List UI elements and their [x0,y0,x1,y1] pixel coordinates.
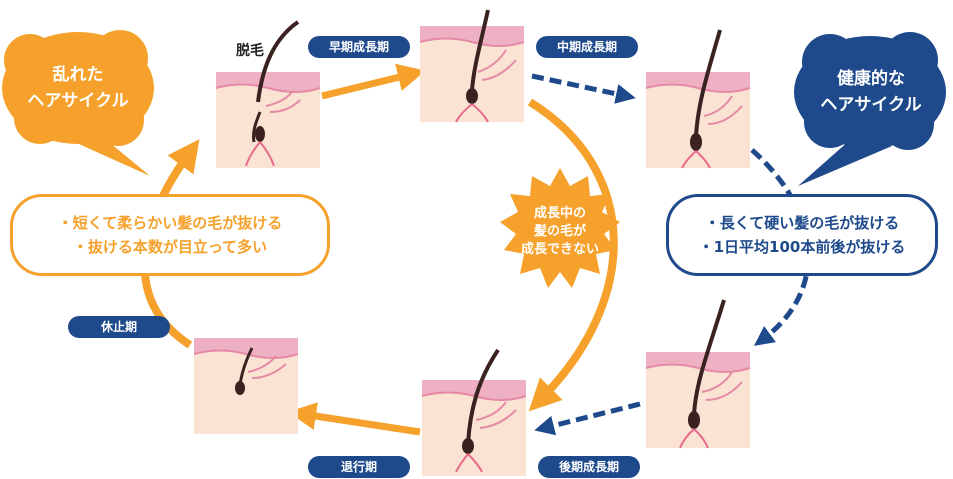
healthy-line1: ・長くて硬い髪の毛が抜ける [704,214,900,232]
label-early-growth: 早期成長期 [308,36,410,58]
right-bubble-line1: 健康的な [837,69,905,89]
skin-tile-rest [193,337,299,435]
skin-tile-early-growth [419,9,525,123]
arrow-regression-to-rest [288,402,421,436]
arrow-early-to-regression [527,98,618,412]
shed-hair [256,20,300,103]
skin-tile-late-growth [645,299,751,449]
left-bubble-shape [2,30,154,176]
label-rest: 休止期 [68,316,170,338]
disordered-cycle-box: ・短くて柔らかい髪の毛が抜ける ・抜ける本数が目立って多い [10,194,330,276]
burst-line2: 髪の毛が [533,224,586,239]
arrow-early-to-mid [531,73,636,104]
shed-label: 脱毛 [236,43,264,59]
burst-shape [500,168,620,288]
left-bubble-line2: ヘアサイクル [27,91,129,111]
skin-tile-shed [215,71,321,169]
burst-line1: 成長中の [533,206,586,221]
healthy-line2: ・1日平均100本前後が抜ける [698,238,906,256]
healthy-cycle-box: ・長くて硬い髪の毛が抜ける ・1日平均100本前後が抜ける [666,194,938,276]
arrow-late-to-regression [534,401,641,436]
left-bubble-text: 乱れた ヘアサイクル [18,62,138,114]
right-bubble-shape [794,32,946,186]
right-bubble-text: 健康的な ヘアサイクル [806,66,936,118]
left-bubble-line1: 乱れた [52,65,104,85]
label-mid-growth: 中期成長期 [536,36,638,58]
label-late-growth: 後期成長期 [538,456,640,478]
arrow-shed-to-early [321,63,426,100]
label-regression: 退行期 [308,456,410,478]
skin-tile-mid-growth [645,29,751,169]
burst-line3: 成長できない [520,242,599,257]
disordered-line2: ・抜ける本数が目立って多い [72,238,268,256]
burst-text: 成長中の 髪の毛が 成長できない [510,205,610,259]
disordered-line1: ・短くて柔らかい髪の毛が抜ける [57,214,283,232]
right-bubble-line2: ヘアサイクル [820,95,922,115]
skin-tile-regression [421,348,527,477]
